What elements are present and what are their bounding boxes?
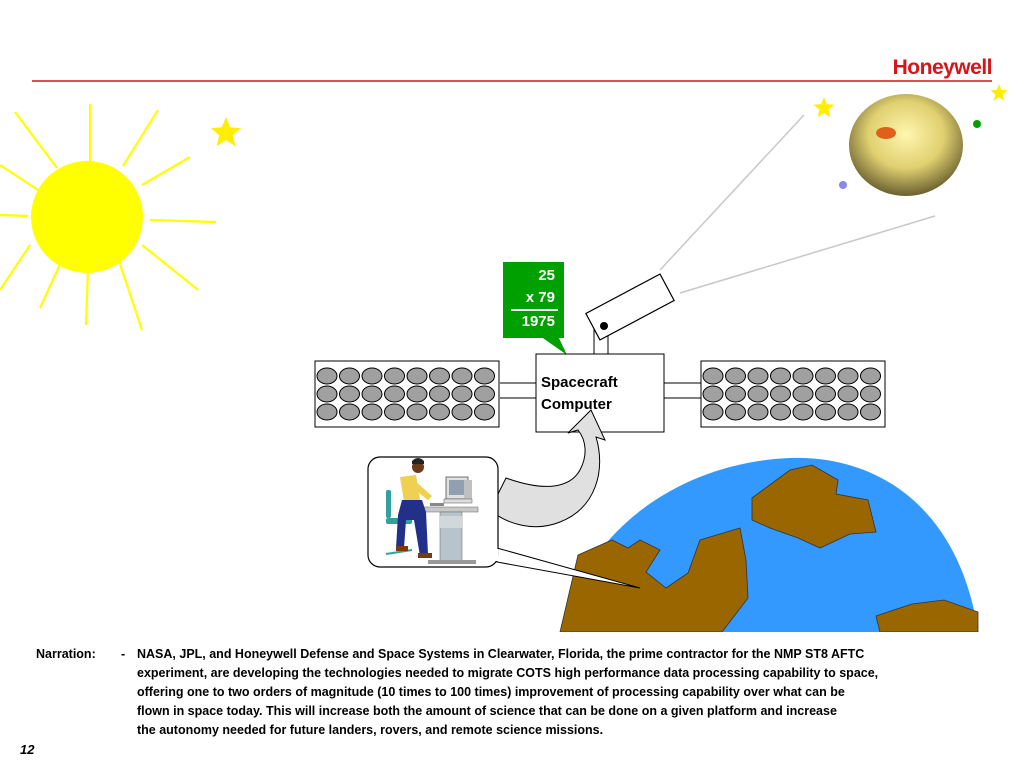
narration-label: Narration: bbox=[36, 647, 96, 661]
operator-workstation bbox=[385, 458, 479, 564]
multiplier: x 79 bbox=[511, 287, 558, 311]
narration-dash: - bbox=[121, 647, 126, 661]
solar-cell bbox=[361, 403, 383, 421]
narration-line: offering one to two orders of magnitude … bbox=[137, 685, 845, 699]
solar-cell bbox=[792, 367, 814, 385]
solar-cell bbox=[429, 403, 450, 421]
solar-cell bbox=[451, 403, 473, 421]
computer-label-line2: Computer bbox=[541, 396, 612, 413]
star-icon bbox=[813, 97, 835, 118]
multiplication-text: 25 x 79 1975 bbox=[505, 265, 561, 333]
solar-cell bbox=[361, 367, 383, 385]
solar-cell bbox=[316, 403, 338, 421]
solar-cell bbox=[860, 403, 881, 421]
solar-cell bbox=[702, 403, 724, 421]
spacecraft-computer-box bbox=[535, 353, 665, 433]
solar-cell bbox=[474, 385, 495, 403]
solar-cell bbox=[792, 385, 814, 403]
solar-panel-right bbox=[700, 360, 886, 428]
earth bbox=[559, 457, 979, 632]
solar-cell bbox=[747, 367, 769, 385]
solar-cell bbox=[429, 367, 450, 385]
solar-cell bbox=[451, 385, 473, 403]
solar-cell bbox=[384, 385, 405, 403]
solar-cell bbox=[339, 367, 360, 385]
solar-cell bbox=[837, 367, 859, 385]
page-number: 12 bbox=[20, 742, 35, 757]
narration-body: NASA, JPL, and Honeywell Defense and Spa… bbox=[137, 645, 997, 740]
multiplicand: 25 bbox=[538, 267, 555, 284]
solar-cell bbox=[815, 385, 836, 403]
solar-cell bbox=[860, 385, 881, 403]
solar-cell bbox=[474, 403, 495, 421]
solar-cell bbox=[406, 367, 428, 385]
solar-cell bbox=[725, 403, 746, 421]
solar-cell bbox=[702, 385, 724, 403]
product: 1975 bbox=[521, 313, 555, 330]
sun bbox=[0, 104, 217, 331]
solar-cell bbox=[860, 367, 881, 385]
solar-cell bbox=[792, 403, 814, 421]
solar-cell bbox=[474, 367, 495, 385]
solar-cell bbox=[770, 367, 791, 385]
solar-cell bbox=[429, 385, 450, 403]
solar-cell bbox=[361, 385, 383, 403]
solar-cell bbox=[406, 385, 428, 403]
star-icon bbox=[210, 117, 242, 147]
narration-line: the autonomy needed for future landers, … bbox=[137, 723, 604, 737]
view-line bbox=[679, 215, 936, 294]
solar-cell bbox=[451, 367, 473, 385]
green-dot bbox=[973, 120, 981, 128]
multiplication-callout bbox=[503, 262, 567, 355]
solar-cell bbox=[747, 403, 769, 421]
solar-cell bbox=[702, 367, 724, 385]
solar-cell bbox=[725, 385, 746, 403]
narration-line: experiment, are developing the technolog… bbox=[137, 666, 879, 680]
solar-cell bbox=[384, 403, 405, 421]
solar-cell bbox=[815, 367, 836, 385]
solar-cell bbox=[837, 385, 859, 403]
solar-cell bbox=[770, 403, 791, 421]
solar-cell bbox=[747, 385, 769, 403]
solar-cell bbox=[725, 367, 746, 385]
star-icon bbox=[990, 84, 1008, 101]
solar-cell bbox=[384, 367, 405, 385]
solar-cell bbox=[339, 385, 360, 403]
planet bbox=[839, 94, 981, 196]
honeywell-logo: Honeywell bbox=[892, 56, 993, 79]
solar-cell bbox=[815, 403, 836, 421]
solar-cell bbox=[837, 403, 859, 421]
solar-cell bbox=[339, 403, 360, 421]
upload-arrow bbox=[489, 409, 606, 528]
solar-cell bbox=[316, 385, 338, 403]
view-line bbox=[659, 114, 805, 271]
telescope bbox=[585, 273, 675, 356]
blue-dot bbox=[839, 181, 847, 189]
solar-cell bbox=[406, 403, 428, 421]
solar-panel-left bbox=[314, 360, 500, 428]
solar-cell bbox=[770, 385, 791, 403]
solar-cell bbox=[316, 367, 338, 385]
spacecraft-computer-label: Spacecraft Computer bbox=[541, 372, 661, 416]
narration-line: NASA, JPL, and Honeywell Defense and Spa… bbox=[137, 647, 865, 661]
narration-line: flown in space today. This will increase… bbox=[137, 704, 837, 718]
computer-label-line1: Spacecraft bbox=[541, 374, 618, 391]
